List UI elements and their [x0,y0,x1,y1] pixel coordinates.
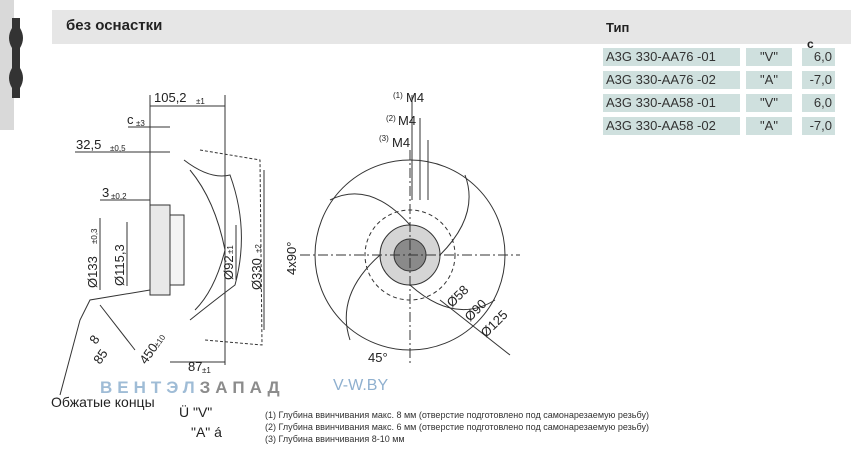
rotation-legend-v: Ü "V" [179,404,213,420]
header-bar [52,10,851,44]
fan-outline [199,149,263,346]
blade-1 [329,193,411,226]
blade-2 [439,174,470,256]
brand-part-1: ВЕНТЭЛ [100,378,200,397]
blade-4 [345,254,381,341]
side-marker-icon [9,18,23,98]
dim-133: Ø133 [85,256,100,288]
dim-32: 32,5 [76,137,101,152]
dim-c: c [127,112,134,127]
dim-92: Ø92 [221,255,236,280]
rotation-cell: "A" [746,71,792,89]
angle-45: 45° [368,350,388,365]
blade-3 [409,284,496,311]
m4-note-1: (1) [393,91,403,100]
brand-part-2: ЗАПАД [199,378,285,397]
dim-3-tol: ±0,2 [111,192,127,201]
rotation-cell: "V" [746,94,792,112]
dim-105: 105,2 [154,90,187,105]
dim-330-tol: ±2 [254,244,263,253]
dim-32-tol: ±0,5 [110,144,126,153]
model-cell: A3G 330-AA58 -02 [603,117,740,135]
dim-8: 8 [86,332,102,347]
dim-c-tol: ±3 [136,119,145,128]
type-column-label: Тип [606,20,630,35]
dim-450-tol: ±10 [152,333,167,349]
page-title: без оснастки [66,17,163,34]
motor-body [169,214,185,286]
footnote-1: (1) Глубина ввинчивания макс. 8 мм (отве… [265,410,649,420]
footnote-2: (2) Глубина ввинчивания макс. 6 мм (отве… [265,422,649,432]
blade-profile-inner [189,169,226,311]
watermark-brand: ВЕНТЭЛЗАПАД [100,378,285,398]
cable-dim-45 [99,304,136,351]
watermark-site: V-W.BY [333,377,389,394]
rotation-cell: "V" [746,48,792,66]
rotor-housing [149,204,171,296]
footnotes: (1) Глубина ввинчивания макс. 8 мм (отве… [265,409,649,445]
m4-label-3: M4 [392,135,410,150]
rotation-cell: "A" [746,117,792,135]
c-value-cell: 6,0 [802,48,835,66]
c-value-cell: 6,0 [802,94,835,112]
rotation-legend-a: "A" á [191,424,222,440]
holes-angle: 4x90° [284,242,299,275]
dim-3: 3 [102,185,109,200]
c-column-label: c [807,37,814,51]
blade-profile [183,159,242,321]
cable-lead [59,289,151,396]
m4-label-2: M4 [398,113,416,128]
dim-330: Ø330 [249,258,264,290]
footnote-3: (3) Глубина ввинчивания 8-10 мм [265,434,405,444]
m4-note-2: (2) [386,114,396,123]
dim-133-tol: ±0,3 [90,228,99,244]
dim-line-diameters [439,299,511,356]
dim-87: 87 [188,359,202,374]
model-cell: A3G 330-AA76 -01 [603,48,740,66]
dim-92-tol: ±1 [226,245,235,254]
c-value-cell: -7,0 [802,71,835,89]
crimped-ends-label: Обжатые концы [51,394,155,410]
m4-label-1: M4 [406,90,424,105]
m4-note-3: (3) [379,134,389,143]
dim-87-tol: ±1 [202,366,211,375]
dim-115: Ø115,3 [112,244,127,286]
c-value-cell: -7,0 [802,117,835,135]
dim-85: 85 [90,346,111,366]
model-cell: A3G 330-AA76 -02 [603,71,740,89]
dim-105-tol: ±1 [196,97,205,106]
model-cell: A3G 330-AA58 -01 [603,94,740,112]
